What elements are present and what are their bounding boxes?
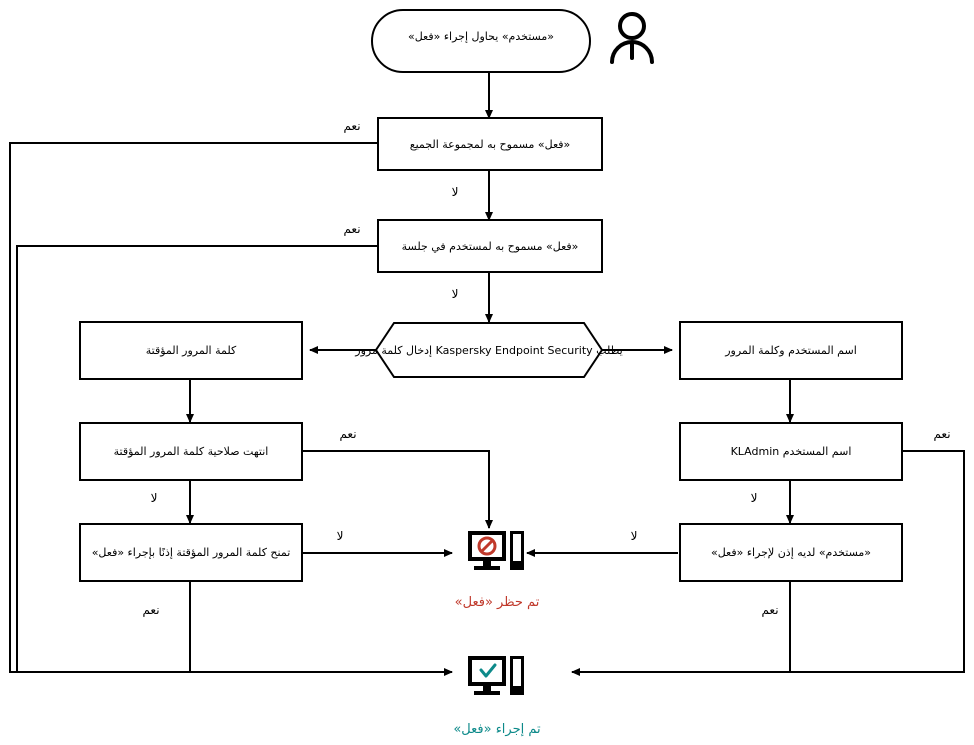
blocked-result-label: تم حظر «فعل» <box>455 595 540 610</box>
node-temp-expired[interactable]: انتهت صلاحية كلمة المرور المؤقتة <box>79 422 303 481</box>
node-kes-prompt-label: يطلب Kaspersky Endpoint Security إدخال ك… <box>354 344 622 357</box>
edge-everyone-yes <box>9 142 453 676</box>
node-temp-password[interactable]: كلمة المرور المؤقتة <box>79 321 303 380</box>
node-kladmin-user-label: اسم المستخدم KLAdmin <box>731 445 852 458</box>
edge-label-session-yes: نعم <box>343 222 360 236</box>
edge-label-permission-yes: نعم <box>761 603 778 617</box>
node-temp-expired-label: انتهت صلاحية كلمة المرور المؤقتة <box>114 445 269 458</box>
node-session-allowed-label: «فعل» مسموح به لمستخدم في جلسة <box>402 240 579 253</box>
node-everyone-allowed[interactable]: «فعل» مسموح به لمجموعة الجميع <box>377 117 603 171</box>
edge-session-yes <box>16 245 378 672</box>
edge-label-kladmin-yes: نعم <box>933 427 950 441</box>
edge-kladmin-yes <box>571 450 965 676</box>
node-user-has-permission[interactable]: «مستخدم» لديه إذن لإجراء «فعل» <box>679 523 903 582</box>
edge-label-temp-expired-yes: نعم <box>339 427 356 441</box>
edge-temp-expired-yes <box>301 450 493 529</box>
edge-label-everyone-no: لا <box>452 185 459 199</box>
edge-label-session-no: لا <box>452 287 459 301</box>
node-username-password-label: اسم المستخدم وكلمة المرور <box>724 344 857 357</box>
edge-label-permission-no: لا <box>631 529 638 543</box>
edge-label-temp-grants-no: لا <box>337 529 344 543</box>
node-temp-grants-label: تمنح كلمة المرور المؤقتة إذنًا بإجراء «ف… <box>92 546 291 559</box>
node-kes-prompt[interactable]: يطلب Kaspersky Endpoint Security إدخال ك… <box>354 322 623 378</box>
actor-person-icon <box>610 12 654 64</box>
edge-label-everyone-yes: نعم <box>343 119 360 133</box>
edge-labels-layer: نعم لا نعم لا نعم لا لا نعم نعم لا لا نع… <box>142 119 950 617</box>
node-session-allowed[interactable]: «فعل» مسموح به لمستخدم في جلسة <box>377 219 603 273</box>
node-start[interactable]: «مستخدم» يحاول إجراء «فعل» <box>371 9 591 73</box>
node-user-has-permission-label: «مستخدم» لديه إذن لإجراء «فعل» <box>711 546 871 559</box>
edge-label-kladmin-no: لا <box>751 491 758 505</box>
edge-label-temp-expired-no: لا <box>151 491 158 505</box>
node-temp-password-label: كلمة المرور المؤقتة <box>146 344 237 357</box>
node-kladmin-user[interactable]: اسم المستخدم KLAdmin <box>679 422 903 481</box>
node-temp-grants[interactable]: تمنح كلمة المرور المؤقتة إذنًا بإجراء «ف… <box>79 523 303 582</box>
edge-label-temp-grants-yes: نعم <box>142 603 159 617</box>
node-start-label: «مستخدم» يحاول إجراء «فعل» <box>408 30 554 43</box>
node-username-password[interactable]: اسم المستخدم وكلمة المرور <box>679 321 903 380</box>
monitor-check-icon <box>468 656 524 695</box>
node-everyone-allowed-label: «فعل» مسموح به لمجموعة الجميع <box>410 138 571 151</box>
edges-layer <box>9 72 965 676</box>
monitor-blocked-icon <box>468 531 524 570</box>
allowed-result-label: تم إجراء «فعل» <box>453 722 541 737</box>
